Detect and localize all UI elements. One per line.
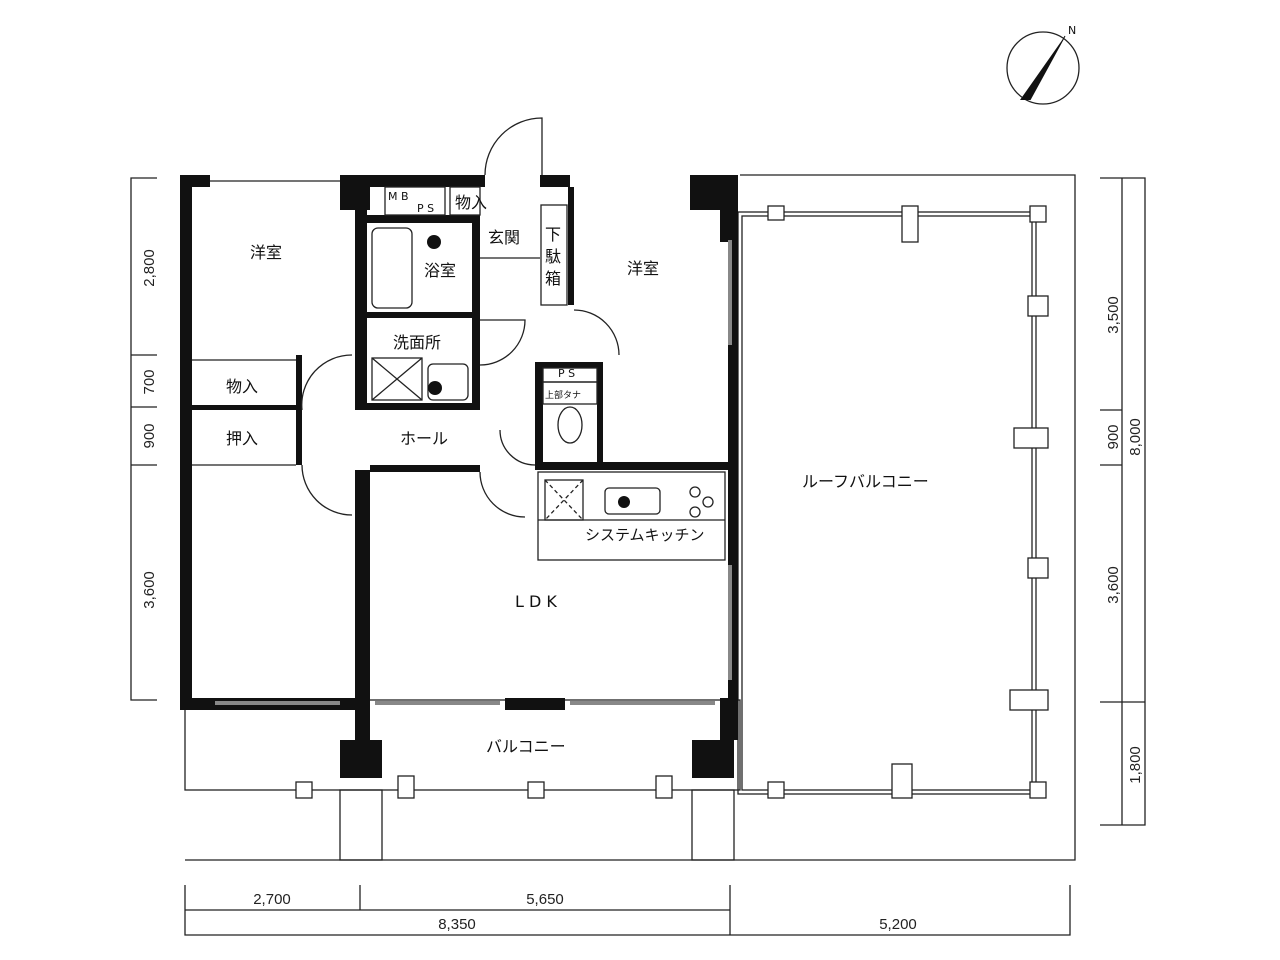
- dim-right-1: 3,500: [1105, 296, 1122, 334]
- dim-right-4: 1,800: [1127, 746, 1144, 784]
- dim-left-3: 900: [141, 423, 158, 448]
- stove-icon: [689, 486, 701, 498]
- room-bathroom: 浴室: [424, 261, 456, 280]
- north-arrow-icon: N: [1006, 24, 1080, 105]
- walls: [180, 175, 738, 778]
- north-label: N: [1068, 24, 1076, 37]
- dim-left-2: 700: [141, 369, 158, 394]
- room-closet: 押入: [226, 429, 258, 448]
- dim-bottom-total-2: 5,200: [879, 916, 917, 933]
- dim-right-total: 8,000: [1127, 418, 1144, 456]
- room-hall: ホール: [400, 429, 448, 448]
- room-western-2: 洋室: [627, 259, 659, 278]
- dimensions: 2,800 700 900 3,600 3,500 900 3,600 1,80…: [130, 177, 1146, 936]
- room-roof-balcony: ルーフバルコニー: [802, 472, 929, 491]
- room-storage-left: 物入: [226, 377, 258, 396]
- washing-machine-pan-icon: [371, 357, 423, 401]
- dim-bottom-2: 5,650: [526, 891, 564, 908]
- room-upper-shelf: 上部タナ: [545, 389, 581, 401]
- room-ldk: L D K: [515, 592, 557, 611]
- room-labels: 洋室 M B P S 物入 玄関 下 駄 箱 浴室 洗面所 物入 押入 ホール …: [226, 190, 929, 756]
- toilet-icon: [557, 406, 583, 444]
- room-entrance: 玄関: [488, 228, 520, 247]
- fridge-icon: [544, 479, 584, 521]
- shoe-box-2: 駄: [545, 247, 561, 266]
- room-balcony: バルコニー: [486, 737, 566, 756]
- balcony-posts: [295, 205, 1049, 799]
- room-western-1: 洋室: [250, 243, 282, 262]
- dim-left-1: 2,800: [141, 249, 158, 287]
- kitchen-sink-icon: [604, 487, 661, 515]
- room-kitchen: システムキッチン: [585, 526, 705, 544]
- room-washroom: 洗面所: [393, 333, 441, 352]
- room-mb: M B: [388, 190, 409, 203]
- room-ps: P S: [558, 367, 575, 380]
- room-mb-ps: P S: [417, 202, 434, 215]
- dim-bottom-1: 2,700: [253, 891, 291, 908]
- sink-icon: [427, 363, 469, 401]
- shoe-box-1: 下: [545, 225, 561, 244]
- dim-bottom-total-1: 8,350: [438, 916, 476, 933]
- shoe-box-3: 箱: [545, 269, 561, 288]
- fixtures: [192, 117, 732, 705]
- dim-right-3: 3,600: [1105, 566, 1122, 604]
- entrance-door: [484, 117, 543, 176]
- room-storage-entry: 物入: [455, 193, 487, 212]
- dim-right-2: 900: [1105, 424, 1122, 449]
- bathtub-icon: [371, 227, 413, 309]
- dim-left-4: 3,600: [141, 571, 158, 609]
